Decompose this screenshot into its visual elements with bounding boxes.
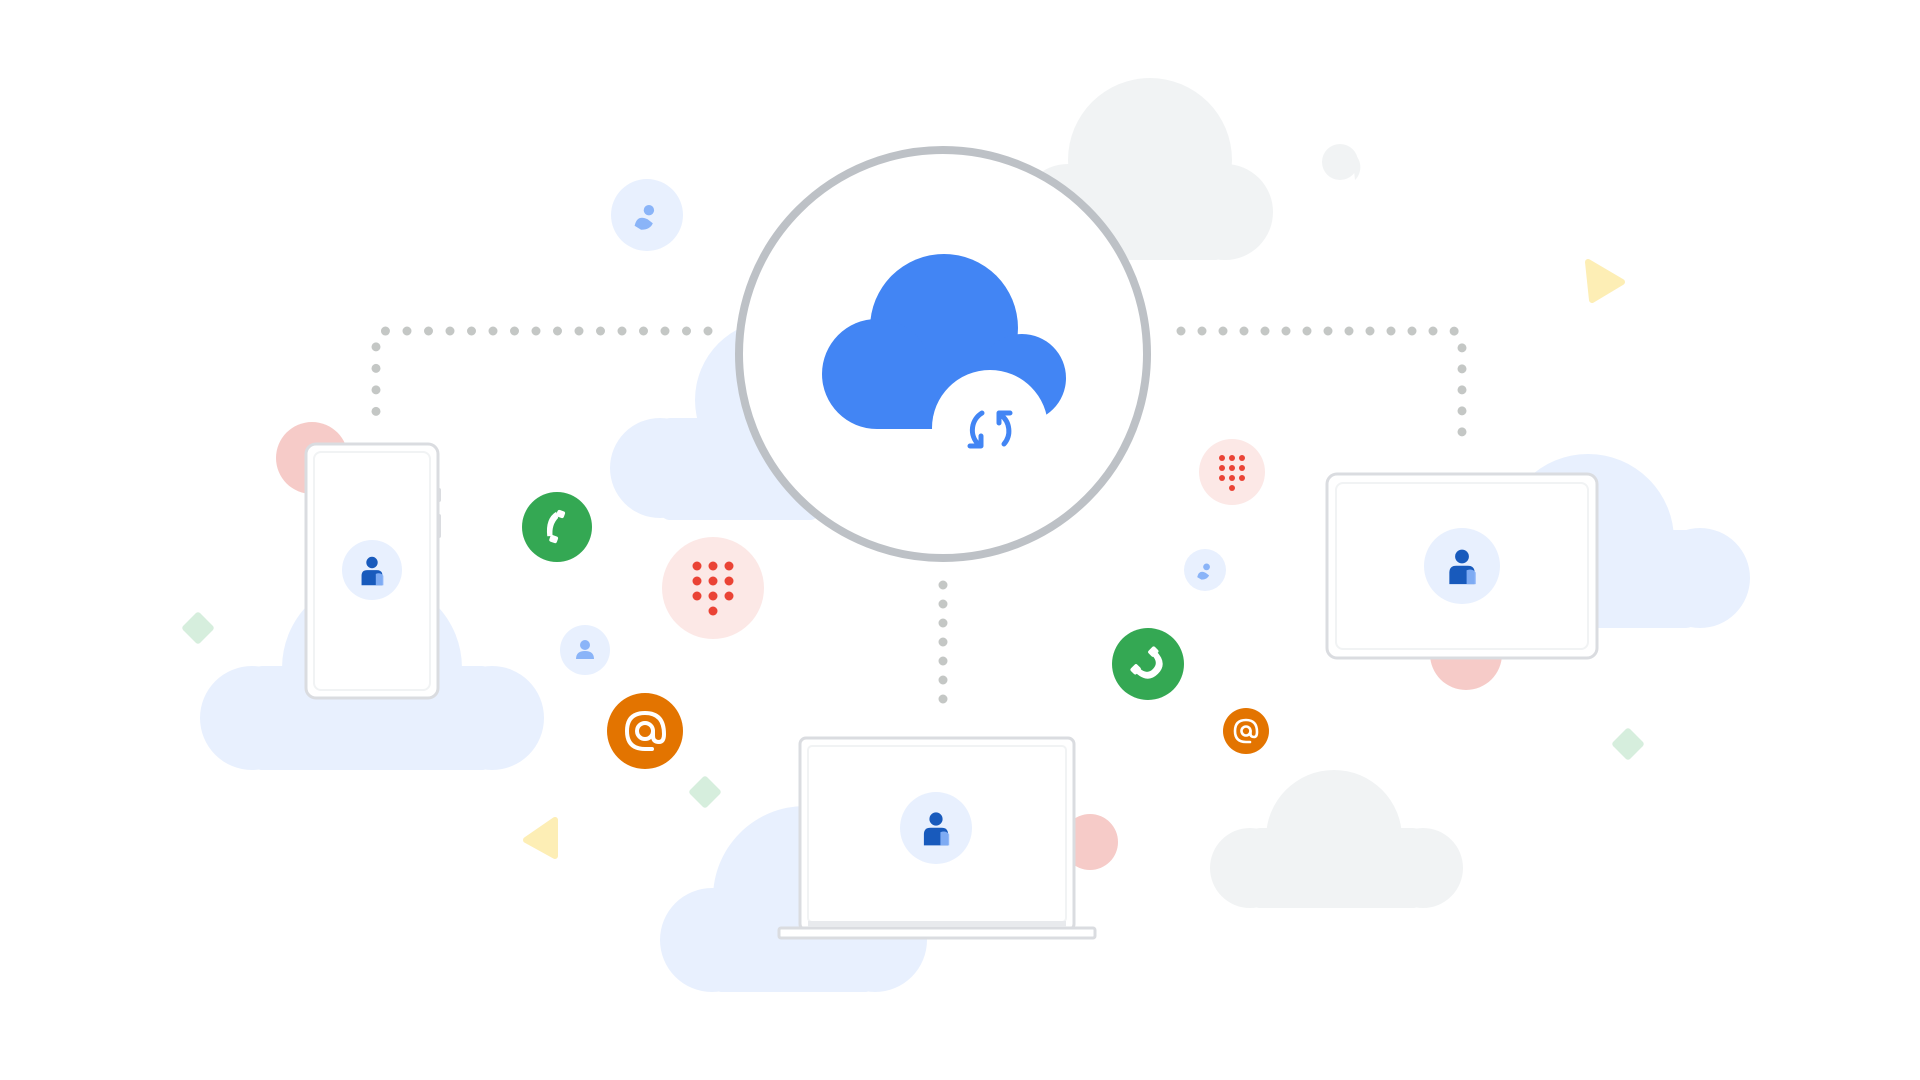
phone-contact-avatar xyxy=(342,540,402,600)
at-sign-icon xyxy=(624,710,667,751)
decor-triangle-yellow xyxy=(523,817,558,859)
decor-half-dot xyxy=(1322,144,1358,180)
laptop-device xyxy=(777,736,1097,940)
cloud-sync-icon xyxy=(822,254,1066,486)
at-sign-icon xyxy=(1233,718,1259,744)
tablet-device xyxy=(1325,472,1599,660)
decor-diamond-green xyxy=(182,612,214,644)
decor-dot-pink xyxy=(1062,814,1118,870)
phone-call-bubble xyxy=(1112,628,1184,700)
connector-tablet xyxy=(1176,326,1467,455)
decor-diamond-green xyxy=(689,776,721,808)
phone-call-bubble xyxy=(522,492,592,562)
laptop-base xyxy=(777,926,1097,940)
contact-bubble xyxy=(611,179,683,251)
decor-diamond-green xyxy=(1612,728,1644,760)
contact-bubble xyxy=(560,625,610,675)
dialpad-icon xyxy=(692,561,734,616)
dialpad-bubble xyxy=(662,537,764,639)
at-sign-bubble xyxy=(1223,708,1269,754)
phone-device xyxy=(304,442,441,700)
phone-call-icon xyxy=(1130,646,1163,679)
at-sign-bubble xyxy=(607,693,683,769)
dialpad-icon xyxy=(1219,455,1245,491)
sync-hub xyxy=(735,146,1151,562)
contact-bubble xyxy=(1184,549,1226,591)
decor-triangle-yellow xyxy=(1585,259,1625,303)
dialpad-bubble xyxy=(1199,439,1265,505)
cloud-gray-bottom-right xyxy=(1210,770,1463,908)
contact-icon xyxy=(576,640,594,659)
phone-call-icon xyxy=(546,509,566,544)
connector-phone xyxy=(371,326,713,423)
